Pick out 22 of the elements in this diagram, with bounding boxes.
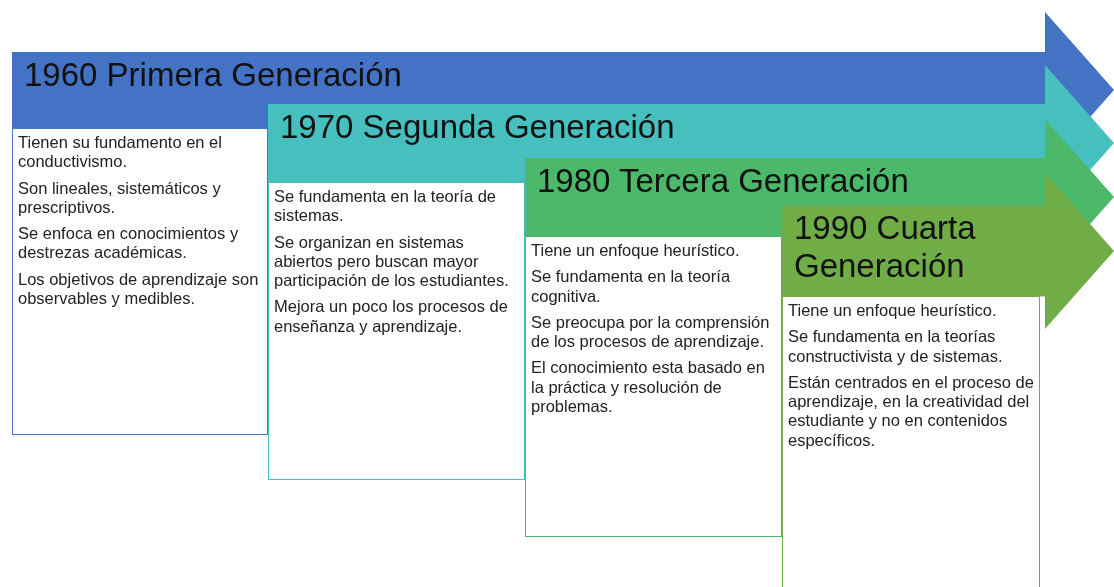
paragraph: Mejora un poco los procesos de enseñanza y aprendizaje.	[274, 297, 509, 337]
text-box	[525, 236, 782, 537]
paragraph: El conocimiento esta basado en la práctica y resolución de problemas.	[531, 358, 766, 417]
paragraph: Tiene un enfoque heurístico.	[531, 241, 741, 261]
paragraph: Se preocupa por la comprensión de los procesos de aprendizaje.	[531, 312, 771, 352]
paragraph: Se fundamenta en la teorías constructivista y de sistemas.	[788, 327, 1004, 366]
heading: 1960 Primera Generación	[24, 56, 403, 94]
text-box	[268, 182, 525, 480]
paragraph: Son lineales, sistemáticos y prescriptivos.	[18, 178, 222, 218]
paragraph: Se organizan en sistemas abiertos pero buscan mayor participación de los estudiantes.	[274, 232, 510, 291]
heading: 1980 Tercera Generación	[537, 162, 910, 200]
paragraph: Están centrados en el proceso de aprendizaje, en la creatividad del estudiante y no en contenidos específicos.	[788, 372, 1034, 451]
paragraph: Se enfoca en conocimientos y destrezas académicas.	[18, 224, 240, 263]
paragraph: Se fundamenta en la teoría cognitiva.	[531, 267, 732, 306]
text-box	[12, 128, 268, 435]
heading: 1970 Segunda Generación	[280, 108, 676, 146]
paragraph: Tienen su fundamento en el conductivismo.	[18, 133, 223, 172]
paragraph: Tiene un enfoque heurístico.	[788, 301, 998, 321]
paragraph: Los objetivos de aprendizaje son observables y medibles.	[18, 269, 260, 309]
text-box	[782, 296, 1040, 587]
heading: 1990 Cuarta Generación	[794, 209, 977, 285]
paragraph: Se fundamenta en la teoría de sistemas.	[274, 187, 497, 226]
